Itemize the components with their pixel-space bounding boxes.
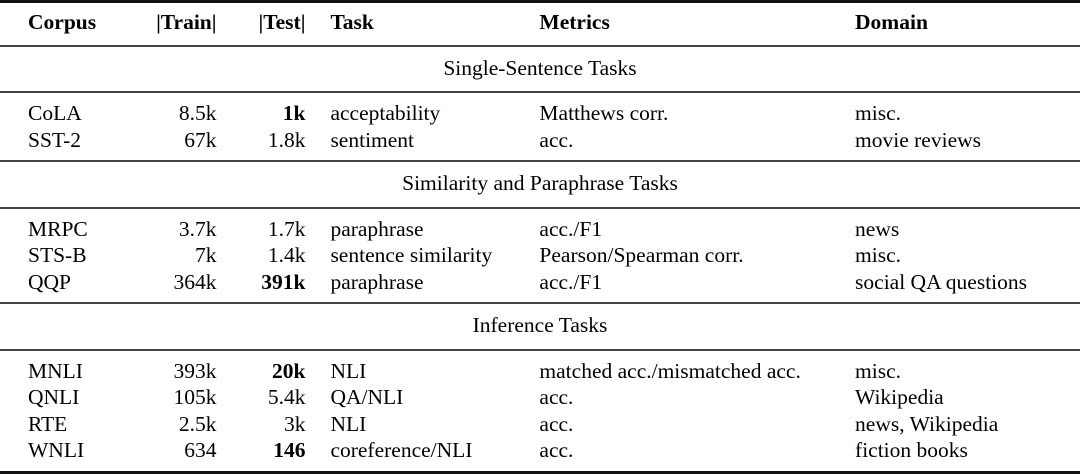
- table-row[interactable]: WNLI 634 146 coreference/NLI acc. fiction boo…: [0, 438, 1080, 472]
- cell-train: 7k: [195, 243, 217, 267]
- table-header-row: Corpus |Train| |Test| Task Metrics Domain: [0, 3, 1080, 46]
- section-title-row: Similarity and Paraphrase Tasks: [0, 162, 1080, 208]
- section-title-2: Inference Tasks: [472, 313, 608, 337]
- cell-task: coreference/NLI: [330, 438, 473, 462]
- cell-test: 1.7k: [267, 216, 306, 241]
- cell-corpus: CoLA: [28, 101, 82, 125]
- cell-domain: fiction books: [855, 438, 968, 462]
- cell-domain: misc.: [855, 101, 902, 125]
- cell-test: 1.8k: [267, 127, 306, 152]
- cell-test: 1.4k: [267, 243, 306, 267]
- cell-corpus: QQP: [28, 269, 72, 294]
- cell-domain: Wikipedia: [855, 385, 944, 409]
- cell-corpus: QNLI: [28, 385, 80, 409]
- table-bottom-rule: [0, 470, 1080, 474]
- section-title-0: Single-Sentence Tasks: [443, 55, 637, 80]
- table-row[interactable]: CoLA 8.5k 1k acceptability Matthews corr. mis…: [0, 93, 1080, 128]
- cell-train: 2.5k: [178, 411, 217, 436]
- cell-metrics: matched acc./mismatched acc.: [539, 358, 801, 383]
- cell-domain: social QA questions: [855, 269, 1028, 294]
- column-header-task[interactable]: Task: [330, 10, 374, 34]
- cell-train: 67k: [184, 127, 217, 152]
- cell-test: 20k: [271, 358, 306, 383]
- cell-corpus: WNLI: [28, 438, 85, 462]
- cell-test: 391k: [261, 269, 306, 294]
- cell-metrics: Pearson/Spearman corr.: [539, 243, 744, 267]
- column-header-test[interactable]: |Test|: [258, 10, 306, 34]
- section-title-1: Similarity and Paraphrase Tasks: [402, 171, 678, 195]
- cell-metrics: acc.: [539, 127, 574, 152]
- cell-metrics: acc.: [539, 411, 574, 436]
- column-header-corpus[interactable]: Corpus: [28, 10, 97, 34]
- cell-domain: misc.: [855, 243, 902, 267]
- cell-corpus: MRPC: [28, 216, 88, 241]
- table-row[interactable]: QQP 364k 391k paraphrase acc./F1 social QA qu…: [0, 270, 1080, 304]
- table-row[interactable]: STS-B 7k 1.4k sentence similarity Pearson/Sp…: [0, 243, 1080, 270]
- cell-test: 5.4k: [267, 385, 306, 409]
- cell-test: 3k: [283, 411, 306, 436]
- cell-task: paraphrase: [330, 269, 424, 294]
- table-row[interactable]: MNLI 393k 20k NLI matched acc./mismatched ac…: [0, 351, 1080, 386]
- cell-train: 364k: [173, 269, 217, 294]
- cell-domain: news: [855, 216, 900, 241]
- table-bottom-rule-line: [0, 470, 1080, 474]
- cell-domain: news, Wikipedia: [855, 411, 999, 436]
- column-header-domain[interactable]: Domain: [855, 10, 928, 34]
- cell-corpus: SST-2: [28, 127, 81, 152]
- cell-metrics: acc./F1: [539, 269, 603, 294]
- cell-domain: movie reviews: [855, 127, 982, 152]
- cell-task: NLI: [330, 411, 367, 436]
- cell-task: sentiment: [330, 127, 415, 152]
- cell-train: 105k: [173, 385, 217, 409]
- table-top-rule-line: [0, 0, 1080, 4]
- cell-train: 8.5k: [178, 101, 217, 125]
- cell-metrics: acc.: [539, 385, 574, 409]
- table-row[interactable]: MRPC 3.7k 1.7k paraphrase acc./F1 news: [0, 209, 1080, 244]
- cell-metrics: acc./F1: [539, 216, 603, 241]
- cell-train: 634: [184, 438, 217, 462]
- cell-task: paraphrase: [330, 216, 424, 241]
- cell-metrics: acc.: [539, 438, 574, 462]
- table-row[interactable]: QNLI 105k 5.4k QA/NLI acc. Wikipedia: [0, 385, 1080, 412]
- section-title-row: Inference Tasks: [0, 304, 1080, 350]
- cell-corpus: MNLI: [28, 358, 83, 383]
- table-row[interactable]: SST-2 67k 1.8k sentiment acc. movie reviews: [0, 128, 1080, 162]
- table-row[interactable]: RTE 2.5k 3k NLI acc. news, Wikipedia: [0, 412, 1080, 439]
- column-header-metrics[interactable]: Metrics: [539, 10, 610, 34]
- cell-train: 393k: [173, 358, 217, 383]
- table-top-rule: [0, 0, 1080, 4]
- cell-task: acceptability: [330, 101, 441, 125]
- cell-domain: misc.: [855, 358, 902, 383]
- cell-corpus: RTE: [28, 411, 68, 436]
- cell-test: 1k: [282, 101, 306, 125]
- section-title-row: Single-Sentence Tasks: [0, 47, 1080, 93]
- cell-task: NLI: [330, 358, 367, 383]
- cell-task: QA/NLI: [330, 385, 404, 409]
- cell-test: 146: [273, 438, 306, 462]
- cell-task: sentence similarity: [330, 243, 493, 267]
- column-header-train[interactable]: |Train|: [156, 10, 217, 34]
- cell-metrics: Matthews corr.: [539, 101, 669, 125]
- cell-corpus: STS-B: [28, 243, 87, 267]
- cell-train: 3.7k: [178, 216, 217, 241]
